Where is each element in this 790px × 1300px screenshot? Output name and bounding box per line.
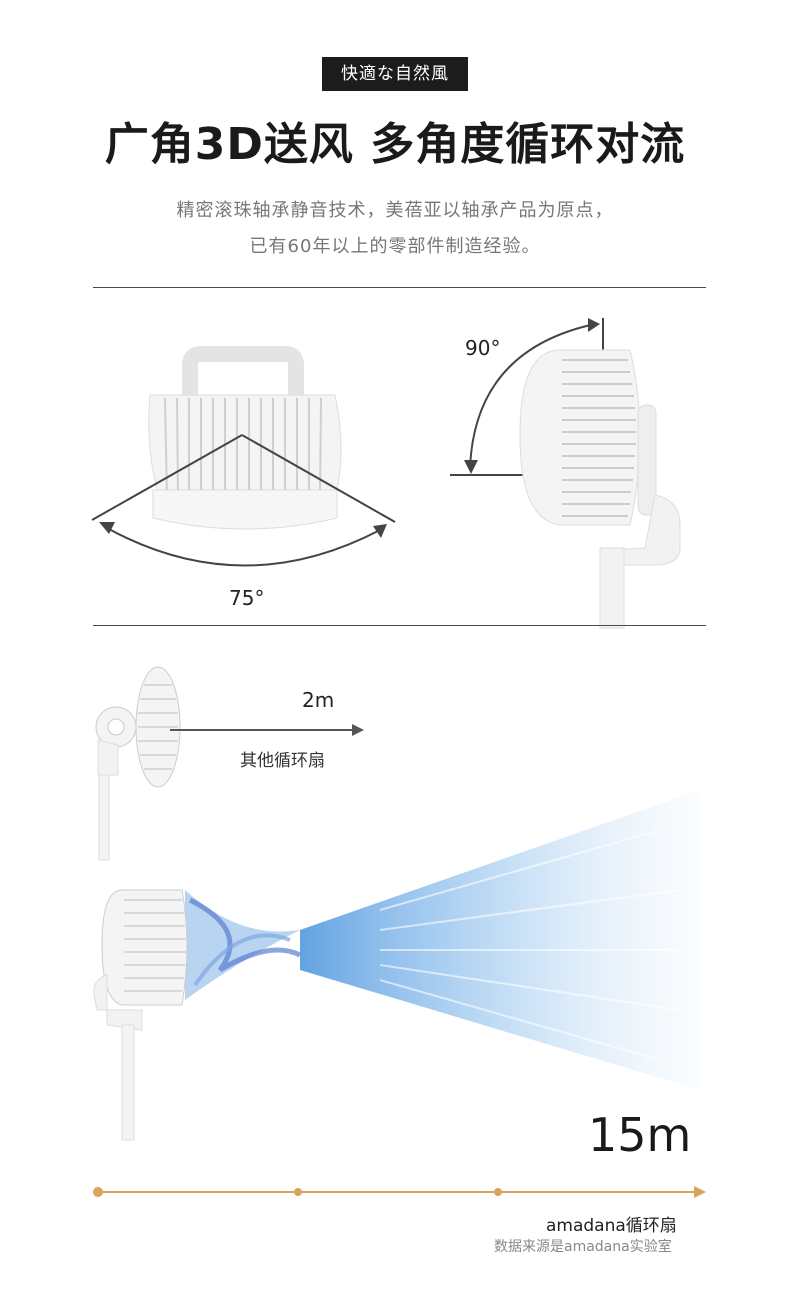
short-airflow-arrow bbox=[170, 724, 364, 736]
our-distance-label: 15m bbox=[588, 1108, 692, 1162]
other-fan-label: 其他循环扇 bbox=[240, 751, 325, 771]
headline: 广角3D送风 多角度循环对流 bbox=[104, 119, 686, 170]
other-fan-illustration bbox=[95, 666, 181, 861]
source-note: 数据来源是amadana实验室 bbox=[494, 1239, 672, 1255]
fan-side-view-illustration bbox=[450, 318, 681, 629]
divider-middle bbox=[93, 625, 706, 626]
angle-horizontal-label: 75° bbox=[229, 586, 265, 610]
divider-top bbox=[93, 287, 706, 288]
timeline-label: amadana循环扇 bbox=[546, 1216, 677, 1236]
distance-timeline bbox=[93, 1186, 706, 1198]
subtitle-line-1: 精密滚珠轴承静音技术，美蓓亚以轴承产品为原点， bbox=[176, 200, 614, 221]
other-distance-label: 2m bbox=[302, 688, 335, 712]
airflow-beam-illustration bbox=[185, 790, 700, 1090]
fan-top-view-illustration bbox=[91, 346, 396, 567]
angle-vertical-label: 90° bbox=[465, 336, 501, 360]
section-tag: 快適な自然風 bbox=[322, 57, 468, 91]
amadana-fan-illustration bbox=[93, 889, 188, 1141]
subtitle-line-2: 已有60年以上的零部件制造经验。 bbox=[249, 236, 541, 257]
